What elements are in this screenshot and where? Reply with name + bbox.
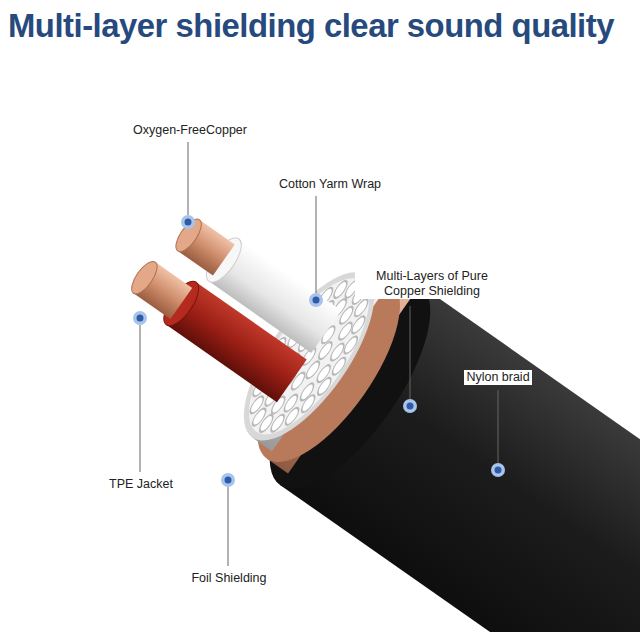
filler-strand	[248, 394, 266, 415]
part-label: Cotton Yarm Wrap	[277, 177, 383, 192]
part-label: Multi-Layers of Pure Copper Shielding	[355, 269, 509, 299]
filler-strand	[337, 305, 355, 326]
part-label: Foil Shielding	[189, 571, 268, 586]
part-label: TPE Jacket	[107, 477, 175, 492]
filler-strand	[330, 356, 348, 377]
filler-strand	[352, 297, 370, 318]
filler-strand	[342, 335, 360, 356]
filler-strand	[350, 314, 368, 335]
part-label: Nylon braid	[464, 370, 531, 385]
filler-strand	[299, 393, 317, 414]
diagram-title: Multi-layer shielding clear sound qualit…	[8, 6, 614, 45]
filler-strand	[283, 406, 301, 427]
filler-strand	[315, 376, 333, 397]
part-label: Oxygen-FreeCopper	[131, 123, 249, 138]
